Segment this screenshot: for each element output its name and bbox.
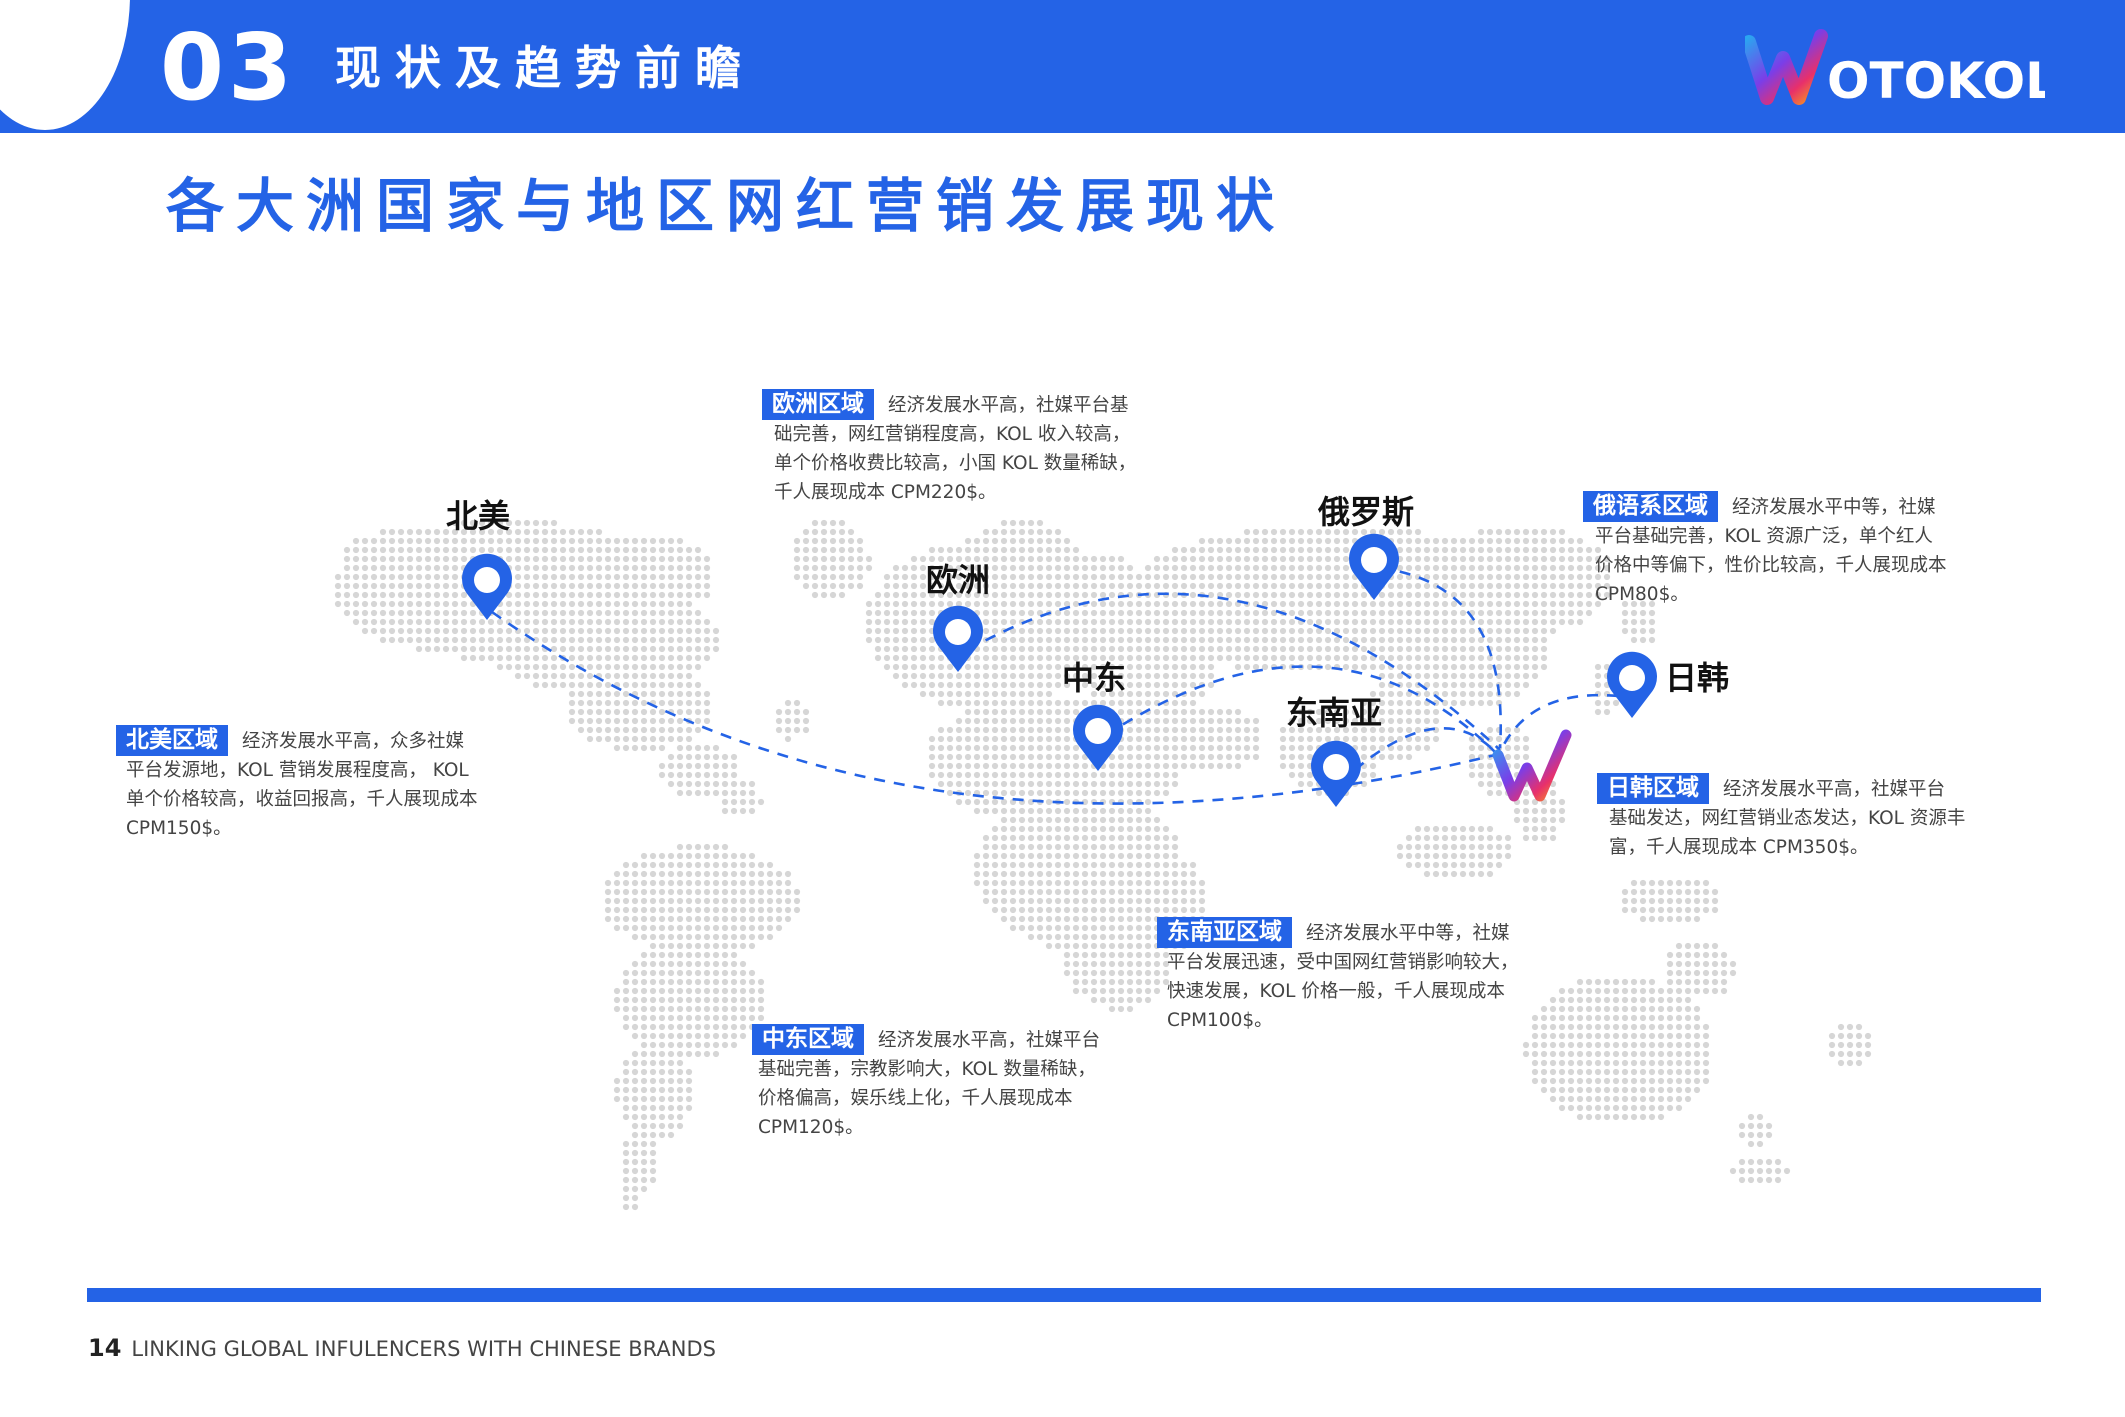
route-russia bbox=[1379, 566, 1502, 749]
footer-tagline: LINKING GLOBAL INFULENCERS WITH CHINESE … bbox=[131, 1337, 716, 1361]
region-text-line: CPM150$。 bbox=[126, 818, 232, 839]
region-southeast-asia: 东南亚区域经济发展水平中等，社媒 平台发展迅速，受中国网红营销影响较大， 快速发… bbox=[1157, 917, 1577, 1035]
pin-label-north-america: 北美 bbox=[446, 497, 511, 535]
route-europe bbox=[967, 592, 1501, 751]
region-russia: 俄语系区域经济发展水平中等，社媒 平台基础完善，KOL 资源广泛，单个红人 价格… bbox=[1583, 491, 2003, 609]
map-dots bbox=[334, 519, 1872, 1211]
region-text-line: CPM80$。 bbox=[1595, 584, 1689, 605]
pin-southeast-asia-icon bbox=[1311, 740, 1361, 807]
region-text-line: 平台发展迅速，受中国网红营销影响较大， bbox=[1167, 952, 1519, 973]
region-text-line: CPM120$。 bbox=[758, 1117, 864, 1138]
pin-label-middle-east: 中东 bbox=[1062, 659, 1127, 697]
section-number: 03 bbox=[160, 14, 297, 121]
region-text-line: 平台发源地，KOL 营销发展程度高， KOL bbox=[126, 760, 469, 781]
route-southeast-asia bbox=[1339, 726, 1499, 784]
pin-label-russia: 俄罗斯 bbox=[1318, 493, 1415, 531]
footer-rule bbox=[87, 1288, 2041, 1302]
region-text-line: 经济发展水平高，社媒平台基 bbox=[888, 395, 1129, 416]
region-text-line: 基础发达，网红营销业态发达，KOL 资源丰 bbox=[1609, 808, 1966, 829]
region-tag-middle-east: 中东区域 bbox=[752, 1024, 864, 1055]
region-text-line: 础完善，网红营销程度高，KOL 收入较高， bbox=[774, 424, 1131, 445]
region-text-line: 快速发展，KOL 价格一般，千人展现成本 bbox=[1167, 981, 1505, 1002]
pin-middle-east-icon bbox=[1073, 704, 1123, 771]
region-north-america: 北美区域经济发展水平高，众多社媒 平台发源地，KOL 营销发展程度高， KOL … bbox=[116, 725, 536, 843]
pin-russia-icon bbox=[1349, 533, 1399, 600]
region-text-line: 经济发展水平中等，社媒 bbox=[1306, 923, 1510, 944]
region-text-line: 平台基础完善，KOL 资源广泛，单个红人 bbox=[1595, 526, 1933, 547]
region-text-line: 价格偏高，娱乐线上化，千人展现成本 bbox=[758, 1088, 1073, 1109]
region-text-line: 经济发展水平高，众多社媒 bbox=[242, 731, 465, 752]
region-tag-europe: 欧洲区域 bbox=[762, 389, 874, 420]
region-text-line: CPM100$。 bbox=[1167, 1010, 1273, 1031]
region-text-line: 基础完善，宗教影响大，KOL 数量稀缺， bbox=[758, 1059, 1096, 1080]
page-number: 14 bbox=[88, 1334, 122, 1362]
brand-logo: OTOKOL bbox=[1745, 29, 2045, 108]
pin-label-japan-korea: 日韩 bbox=[1665, 659, 1730, 697]
destination-logo bbox=[1492, 729, 1572, 802]
region-tag-north-america: 北美区域 bbox=[116, 725, 228, 756]
section-title: 现状及趋势前瞻 bbox=[335, 41, 755, 95]
page-title: 各大洲国家与地区网红营销发展现状 bbox=[166, 172, 1287, 240]
region-text-line: 经济发展水平中等，社媒 bbox=[1732, 497, 1936, 518]
region-text-line: 经济发展水平高，社媒平台 bbox=[1723, 779, 1946, 800]
footer: 14 LINKING GLOBAL INFULENCERS WITH CHINES… bbox=[88, 1333, 716, 1364]
header-bar: 03 现状及趋势前瞻 OTOKOL bbox=[0, 0, 2125, 133]
pin-north-america-icon bbox=[462, 553, 512, 620]
region-tag-japan-korea: 日韩区域 bbox=[1597, 773, 1709, 804]
route-north-america bbox=[491, 610, 1496, 805]
route-middle-east bbox=[1105, 665, 1496, 753]
region-text-line: 富，千人展现成本 CPM350$。 bbox=[1609, 837, 1869, 858]
region-text-line: 单个价格收费比较高，小国 KOL 数量稀缺， bbox=[774, 453, 1137, 474]
region-text-line: 单个价格较高，收益回报高，千人展现成本 bbox=[126, 789, 478, 810]
pin-label-southeast-asia: 东南亚 bbox=[1286, 694, 1383, 732]
pin-europe-icon bbox=[933, 605, 983, 672]
route-japan-korea bbox=[1498, 693, 1619, 753]
region-japan-korea: 日韩区域经济发展水平高，社媒平台 基础发达，网红营销业态发达，KOL 资源丰 富… bbox=[1597, 773, 2017, 862]
region-text-line: 千人展现成本 CPM220$。 bbox=[774, 482, 997, 503]
location-pins bbox=[462, 533, 1657, 807]
region-tag-russia: 俄语系区域 bbox=[1583, 491, 1718, 522]
pin-label-europe: 欧洲 bbox=[926, 561, 991, 599]
region-europe: 欧洲区域经济发展水平高，社媒平台基 础完善，网红营销程度高，KOL 收入较高， … bbox=[762, 389, 1182, 507]
region-text-line: 价格中等偏下，性价比较高，千人展现成本 bbox=[1595, 555, 1947, 576]
region-middle-east: 中东区域经济发展水平高，社媒平台 基础完善，宗教影响大，KOL 数量稀缺， 价格… bbox=[752, 1024, 1172, 1142]
region-text-line: 经济发展水平高，社媒平台 bbox=[878, 1030, 1101, 1051]
pin-japan-korea-icon bbox=[1607, 651, 1657, 718]
svg-text:OTOKOL: OTOKOL bbox=[1827, 52, 2045, 108]
connection-routes bbox=[491, 566, 1619, 805]
region-tag-southeast-asia: 东南亚区域 bbox=[1157, 917, 1292, 948]
